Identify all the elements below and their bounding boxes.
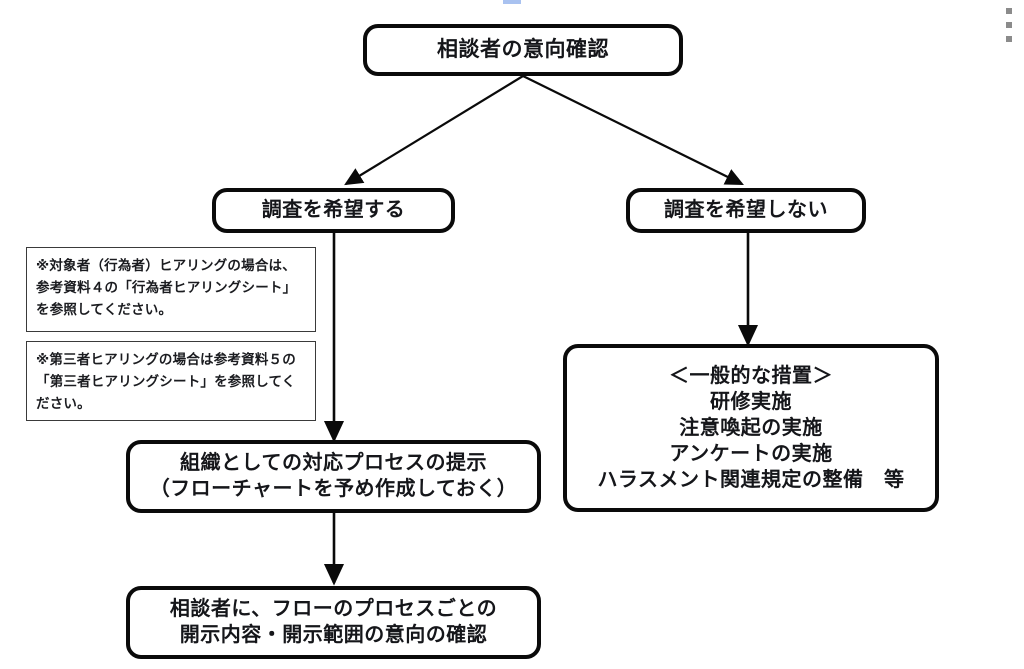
note-thirdparty-hearing-text: ※第三者ヒアリングの場合は参考資料５の「第三者ヒアリングシート」を参照してくださ… [36,352,296,411]
node-general-measures-line-4: アンケートの実施 [669,443,833,465]
node-process-presentation-line-2: （フローチャートを予め作成しておく） [149,477,518,500]
node-disclosure-confirm[interactable]: 相談者に、フローのプロセスごとの 開示内容・開示範囲の意向の確認 [126,586,541,659]
node-process-presentation-line-1: 組織としての対応プロセスの提示 [180,451,487,474]
kebab-dot-2 [1006,22,1012,28]
kebab-dot-1 [1006,8,1012,14]
node-root-line-1: 相談者の意向確認 [437,37,609,61]
connector-root-to-no [522,75,744,185]
note-thirdparty-hearing[interactable]: ※第三者ヒアリングの場合は参考資料５の「第三者ヒアリングシート」を参照してくださ… [26,341,316,421]
top-selection-artifact [503,0,521,4]
node-general-measures-line-2: 研修実施 [710,391,792,413]
node-branch-yes[interactable]: 調査を希望する [212,188,455,233]
node-general-measures-line-3: 注意喚起の実施 [679,417,823,439]
node-branch-no[interactable]: 調査を希望しない [626,188,866,233]
kebab-dot-3 [1006,36,1012,42]
note-perpetrator-hearing[interactable]: ※対象者（行為者）ヒアリングの場合は、参考資料４の「行為者ヒアリングシート」を参… [26,247,316,332]
node-disclosure-confirm-line-2: 開示内容・開示範囲の意向の確認 [179,623,488,646]
node-general-measures[interactable]: ＜一般的な措置＞ 研修実施 注意喚起の実施 アンケートの実施 ハラスメント関連規… [563,344,939,512]
node-branch-no-line-1: 調査を希望しない [664,198,828,221]
node-general-measures-line-1: ＜一般的な措置＞ [669,365,833,387]
node-branch-yes-line-1: 調査を希望する [261,198,406,221]
more-options-kebab-icon[interactable] [1004,8,1014,42]
node-general-measures-line-5: ハラスメント関連規定の整備 等 [597,469,905,491]
connector-root-to-yes [344,75,524,186]
node-process-presentation[interactable]: 組織としての対応プロセスの提示 （フローチャートを予め作成しておく） [126,440,541,513]
node-disclosure-confirm-line-1: 相談者に、フローのプロセスごとの [169,597,498,620]
node-root[interactable]: 相談者の意向確認 [363,24,683,76]
note-perpetrator-hearing-text: ※対象者（行為者）ヒアリングの場合は、参考資料４の「行為者ヒアリングシート」を参… [36,258,297,317]
